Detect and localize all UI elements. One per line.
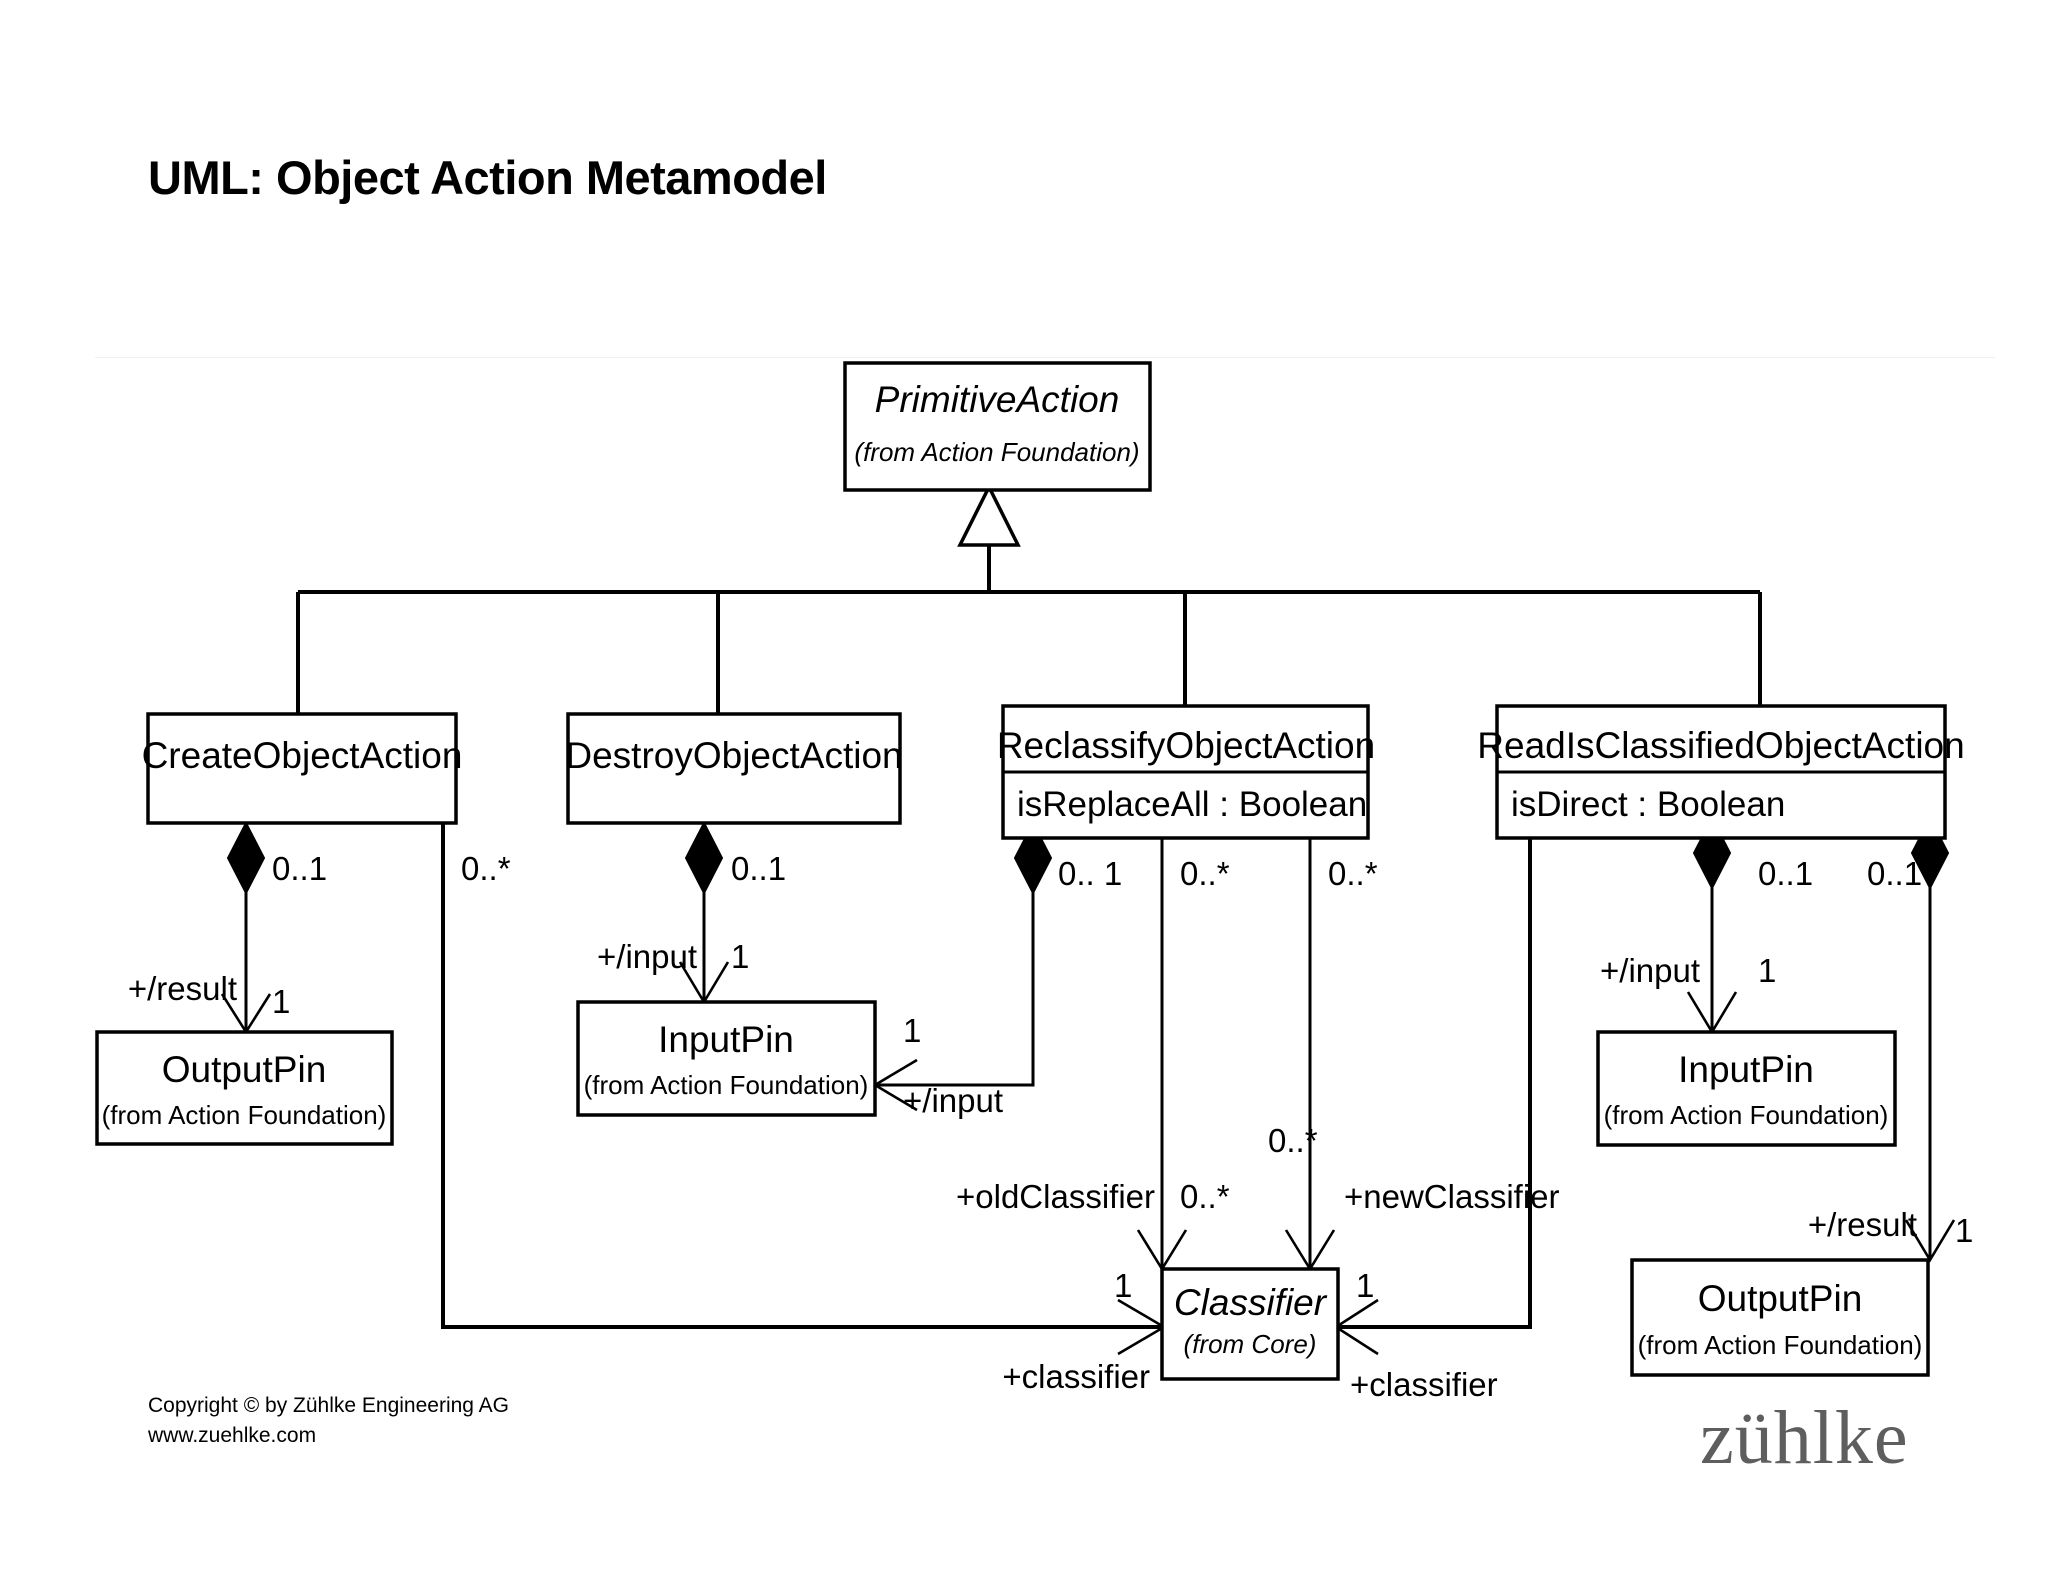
mult-reclassify-inputpin-target: 1 (903, 1012, 921, 1049)
assoc-create-outputpin (220, 820, 272, 1035)
class-box-read-is-classified-object-action[interactable]: ReadIsClassifiedObjectAction isDirect : … (1477, 704, 1965, 840)
role-classifier-left: +classifier (1002, 1358, 1150, 1395)
header-divider (95, 357, 1995, 358)
mult-destroy-inputpin-source: 0..1 (731, 850, 786, 887)
class-name-reclassify-object-action: ReclassifyObjectAction (997, 725, 1375, 766)
mult-create-outputpin-source: 0..1 (272, 850, 327, 887)
role-destroy-inputpin: +/input (597, 938, 697, 975)
class-name-inputpin-right: InputPin (1678, 1049, 1814, 1090)
class-box-classifier[interactable]: Classifier (from Core) (1160, 1267, 1340, 1381)
role-read-outputpin: +/result (1808, 1206, 1917, 1243)
class-box-reclassify-object-action[interactable]: ReclassifyObjectAction isReplaceAll : Bo… (997, 704, 1375, 840)
role-read-inputpin: +/input (1600, 952, 1700, 989)
class-name-classifier: Classifier (1174, 1282, 1328, 1323)
mult-classifier-right: 1 (1356, 1267, 1374, 1304)
mult-reclassify-new-source: 0..* (1328, 855, 1378, 892)
class-box-inputpin-mid[interactable]: InputPin (from Action Foundation) (576, 1000, 877, 1117)
mult-read-outputpin-source: 0..1 (1867, 855, 1922, 892)
mult-reclassify-new-target: 0..* (1268, 1122, 1318, 1159)
class-box-primitive-action[interactable]: PrimitiveAction (from Action Foundation) (843, 361, 1152, 492)
class-attr-read-is-classified-object-action: isDirect : Boolean (1511, 785, 1785, 824)
footer-copyright: Copyright © by Zühlke Engineering AG (148, 1394, 509, 1417)
generalization-tree (296, 483, 1762, 714)
class-name-outputpin-left: OutputPin (162, 1049, 327, 1090)
class-name-primitive-action: PrimitiveAction (875, 379, 1120, 420)
mult-read-outputpin-target: 1 (1955, 1212, 1973, 1249)
class-name-outputpin-right: OutputPin (1698, 1278, 1863, 1319)
class-from-primitive-action: (from Action Foundation) (854, 437, 1139, 467)
class-from-outputpin-left: (from Action Foundation) (102, 1100, 387, 1130)
class-from-classifier: (from Core) (1184, 1329, 1317, 1359)
mult-reclassify-old-source: 0..* (1180, 855, 1230, 892)
assoc-read-inputpin (1686, 815, 1738, 1035)
assoc-reclassify-inputpin (872, 820, 1053, 1112)
mult-create-classifier-source: 0..* (461, 850, 511, 887)
mult-reclassify-old-target: 0..* (1180, 1178, 1230, 1215)
zuehlke-logo: zühlke (1700, 1396, 1909, 1480)
class-name-destroy-object-action: DestroyObjectAction (565, 735, 902, 776)
class-name-create-object-action: CreateObjectAction (142, 735, 463, 776)
footer: Copyright © by Zühlke Engineering AG www… (148, 1391, 509, 1452)
class-from-inputpin-right: (from Action Foundation) (1604, 1100, 1889, 1130)
class-box-outputpin-left[interactable]: OutputPin (from Action Foundation) (95, 1030, 394, 1146)
role-create-outputpin: +/result (128, 970, 237, 1007)
assoc-reclassify-newclassifier (1284, 838, 1336, 1272)
class-attr-reclassify-object-action: isReplaceAll : Boolean (1017, 785, 1367, 824)
role-reclassify-oldclassifier: +oldClassifier (956, 1178, 1155, 1215)
class-box-outputpin-right[interactable]: OutputPin (from Action Foundation) (1630, 1258, 1930, 1377)
mult-read-inputpin-source: 0..1 (1758, 855, 1813, 892)
class-name-inputpin-mid: InputPin (658, 1019, 794, 1060)
class-box-destroy-object-action[interactable]: DestroyObjectAction (565, 712, 903, 825)
class-name-read-is-classified-object-action: ReadIsClassifiedObjectAction (1477, 725, 1964, 766)
class-from-outputpin-right: (from Action Foundation) (1638, 1330, 1923, 1360)
footer-website: www.zuehlke.com (148, 1424, 317, 1448)
mult-classifier-left: 1 (1114, 1267, 1132, 1304)
mult-read-inputpin-target: 1 (1758, 952, 1776, 989)
mult-create-outputpin-target: 1 (272, 983, 290, 1020)
role-classifier-right: +classifier (1350, 1366, 1498, 1403)
mult-destroy-inputpin-target: 1 (731, 938, 749, 975)
role-reclassify-newclassifier: +newClassifier (1344, 1178, 1560, 1215)
class-box-create-object-action[interactable]: CreateObjectAction (142, 712, 463, 825)
assoc-destroy-inputpin (678, 820, 730, 1005)
role-reclassify-inputpin: +/input (903, 1082, 1003, 1119)
class-from-inputpin-mid: (from Action Foundation) (584, 1070, 869, 1100)
class-box-inputpin-right[interactable]: InputPin (from Action Foundation) (1596, 1030, 1897, 1147)
page-title: UML: Object Action Metamodel (148, 151, 827, 204)
mult-reclassify-inputpin-source: 0.. 1 (1058, 855, 1122, 892)
